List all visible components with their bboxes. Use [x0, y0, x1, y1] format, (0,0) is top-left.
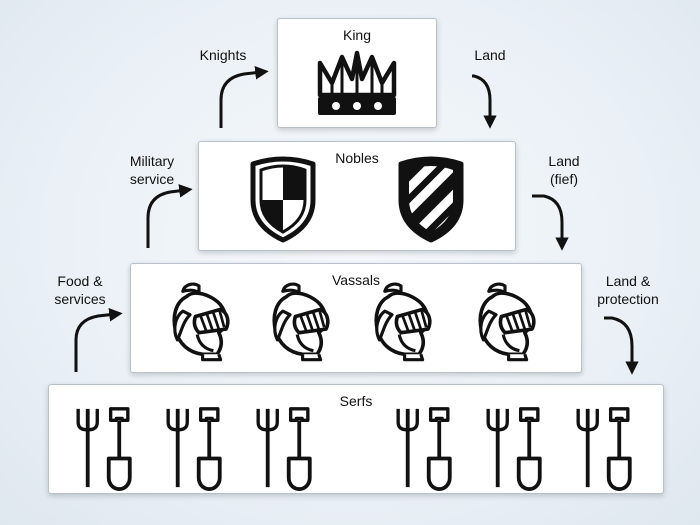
vassals-title: Vassals	[332, 272, 380, 288]
knights-arrow-icon	[219, 66, 269, 128]
land-fief-text-1: Land	[548, 153, 580, 169]
king-tier: King	[277, 18, 437, 128]
land-prot-text-1: Land &	[605, 273, 651, 289]
food-services-arrow-icon	[74, 308, 123, 372]
nobles-tier: Nobles	[198, 141, 516, 251]
crown-icon	[317, 50, 397, 115]
quartered-shield-icon	[250, 156, 316, 243]
land-protection-arrow-icon	[604, 316, 639, 375]
land-top-text: Land	[474, 47, 506, 63]
nobles-title: Nobles	[335, 150, 379, 166]
land-fief-arrow-icon	[532, 194, 569, 251]
serfs-tier: Serfs	[48, 384, 664, 494]
vassals-tier: Vassals	[130, 263, 582, 373]
military-text: Military	[129, 153, 175, 169]
knights-text: Knights	[199, 47, 247, 63]
military-service-label: Military service	[112, 152, 192, 188]
land-protection-label: Land & protection	[586, 272, 670, 308]
land-top-label: Land	[462, 46, 518, 64]
land-top-arrow-icon	[472, 74, 497, 129]
food-text: Food &	[57, 273, 103, 289]
king-title: King	[342, 27, 372, 43]
serfs-title: Serfs	[339, 393, 373, 409]
food-services-label: Food & services	[42, 272, 118, 308]
services-text: services	[54, 291, 106, 307]
military-service-arrow-icon	[146, 184, 193, 248]
knights-label: Knights	[188, 46, 258, 64]
striped-shield-icon	[398, 156, 464, 243]
land-prot-text-2: protection	[597, 291, 659, 307]
land-fief-label: Land (fief)	[534, 152, 594, 188]
service-text: service	[129, 171, 175, 187]
land-fief-text-2: (fief)	[550, 171, 578, 187]
